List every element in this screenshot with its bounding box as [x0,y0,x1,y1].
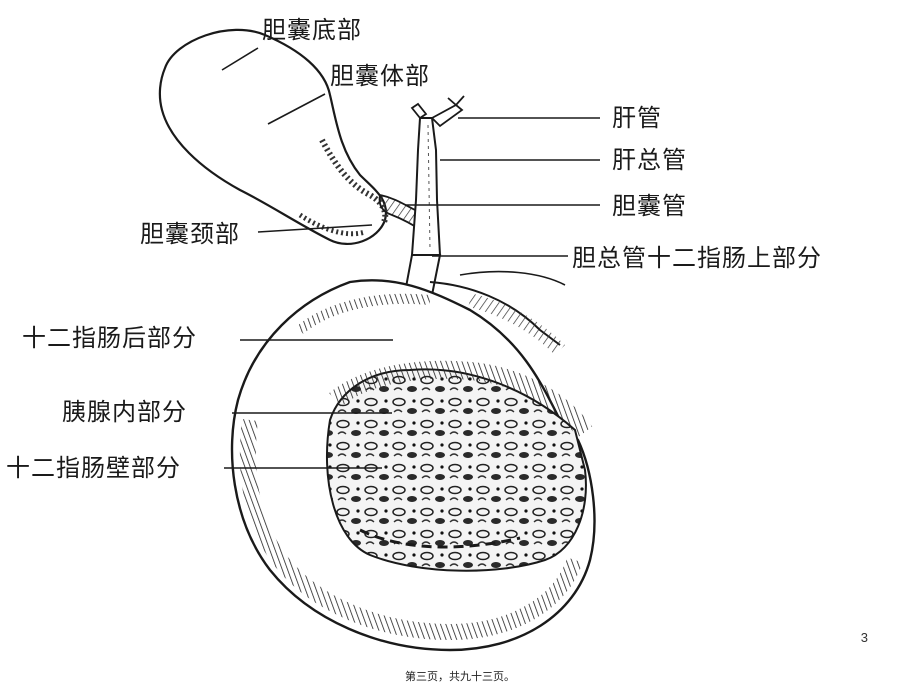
gallbladder [158,28,389,245]
leader-lines [221,47,600,469]
slide-footer: 第三页，共九十三页。 [405,670,515,683]
label-cystic-duct: 胆囊管 [612,192,687,220]
label-cbd-intrapancreatic: 胰腺内部分 [62,398,187,426]
slide-number: 3 [860,630,868,645]
hepatic-ducts [410,95,465,256]
pancreas-head [326,360,593,572]
label-cbd-supraduodenal: 胆总管十二指肠上部分 [572,244,822,272]
label-gallbladder-body: 胆囊体部 [330,62,430,90]
label-cbd-intraduodenal-wall: 十二指肠壁部分 [6,454,181,482]
label-hepatic-duct: 肝管 [612,104,662,132]
label-gallbladder-neck: 胆囊颈部 [140,220,240,248]
label-common-hepatic-duct: 肝总管 [612,146,687,174]
label-gallbladder-fundus: 胆囊底部 [262,16,362,44]
label-cbd-retroduodenal: 十二指肠后部分 [22,324,197,352]
